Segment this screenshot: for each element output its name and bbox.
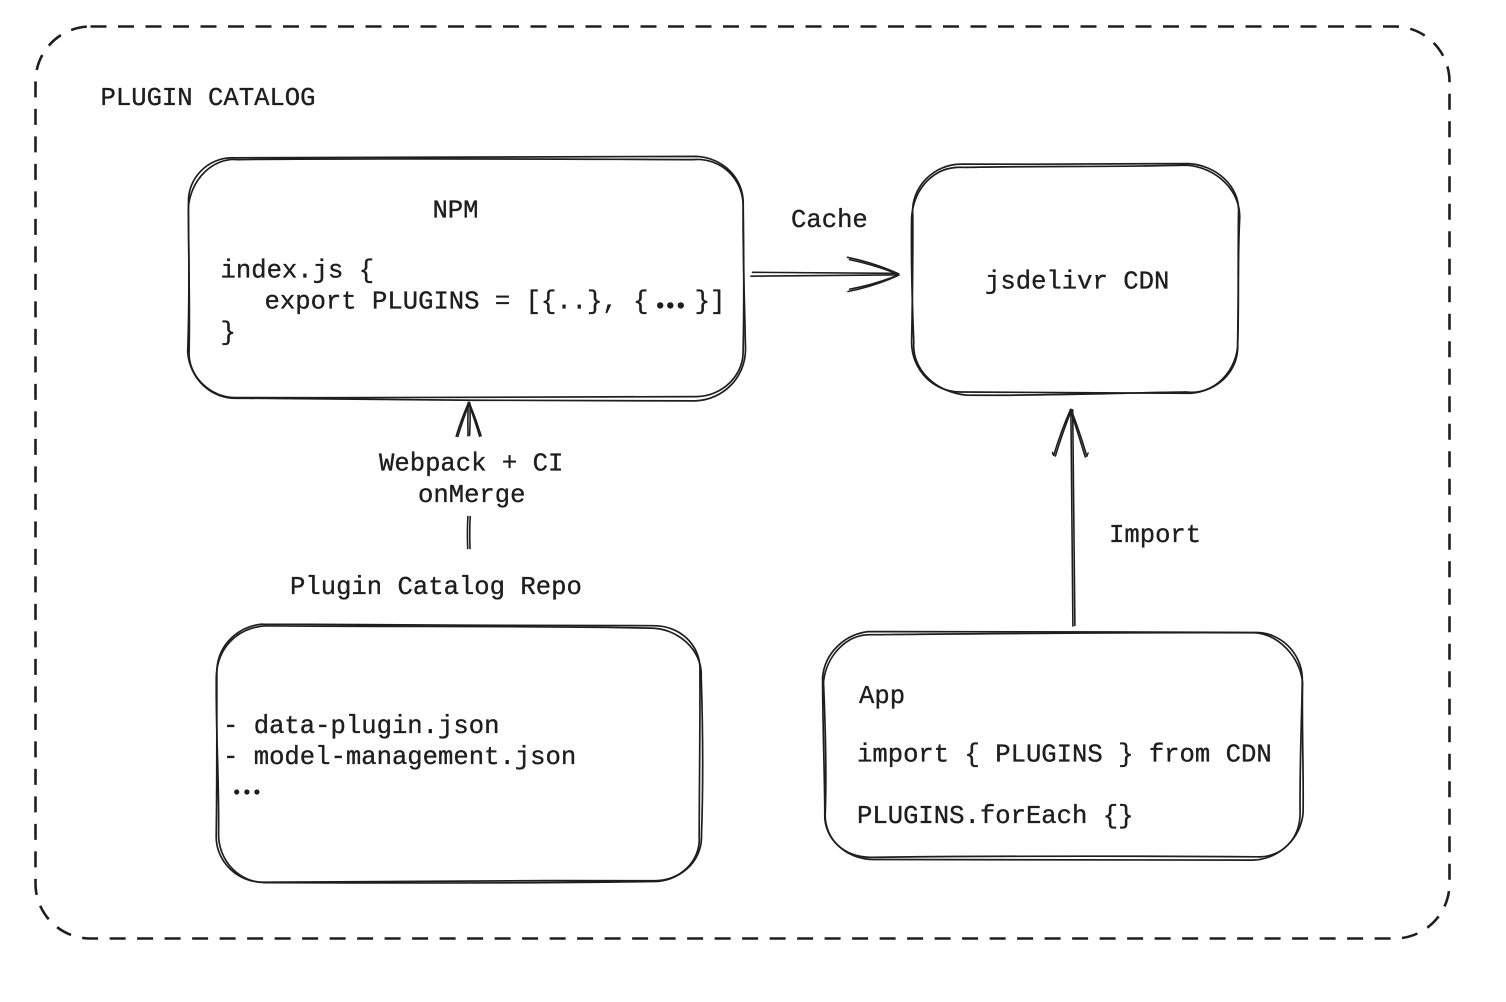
svg-text:Cache: Cache [791,206,868,235]
svg-text:}]: }] [695,288,726,317]
svg-text:Webpack + CI: Webpack + CI [379,450,563,479]
svg-text:PLUGIN CATALOG: PLUGIN CATALOG [101,84,316,113]
svg-text:}: } [221,319,236,348]
svg-text:- model-management.json: - model-management.json [223,743,576,772]
svg-text:index.js {: index.js { [221,257,375,286]
svg-text:export PLUGINS = [{..}, {: export PLUGINS = [{..}, { [265,288,649,317]
svg-text:- data-plugin.json: - data-plugin.json [223,712,499,741]
svg-text:App: App [859,682,905,711]
svg-text:Plugin Catalog Repo: Plugin Catalog Repo [290,573,582,602]
svg-text:PLUGINS.forEach {}: PLUGINS.forEach {} [857,802,1133,831]
svg-text:Import: Import [1109,521,1201,550]
svg-text:jsdelivr CDN: jsdelivr CDN [985,268,1169,297]
svg-text:onMerge: onMerge [418,481,526,510]
svg-text:NPM: NPM [432,197,478,226]
svg-text:import { PLUGINS } from CDN: import { PLUGINS } from CDN [857,741,1272,770]
